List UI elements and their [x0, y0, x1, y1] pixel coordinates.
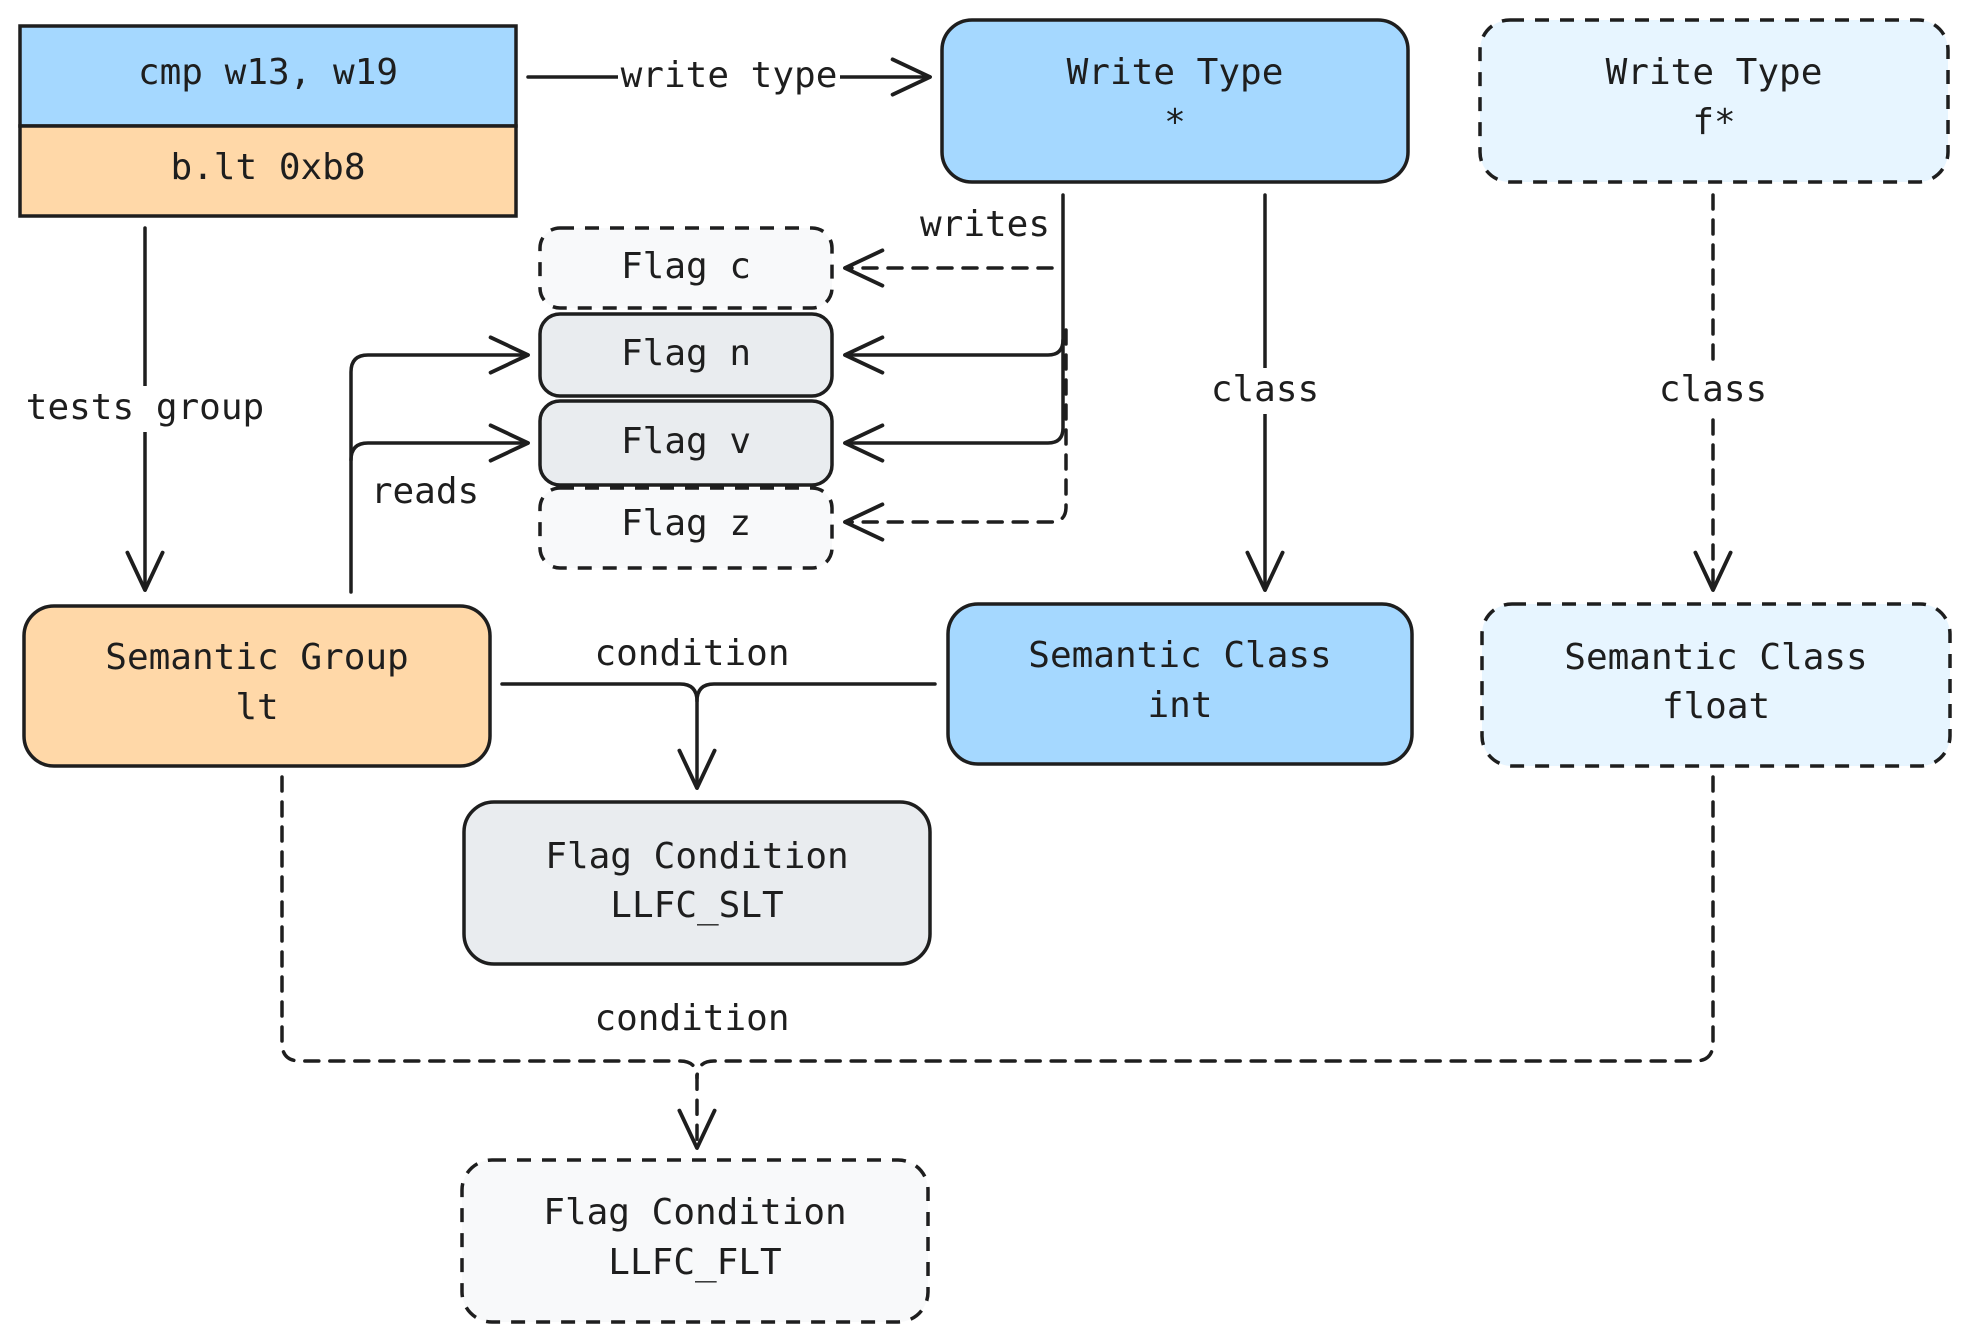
flag-z-node[interactable]: Flag z [538, 486, 834, 570]
edge-condition-int: condition [500, 633, 937, 790]
flag-v-node[interactable]: Flag v [538, 399, 834, 487]
write-type-float-value: f* [1692, 102, 1735, 143]
write-type-int-value: * [1164, 102, 1186, 143]
write-type-float-node[interactable]: Write Type f* [1478, 18, 1950, 184]
edge-class-float: class [1652, 193, 1774, 592]
semantic-class-int-title: Semantic Class [1028, 635, 1331, 676]
edge-label-condition-float: condition [594, 998, 789, 1039]
edge-label-tests-group: tests group [26, 387, 264, 428]
write-type-int-title: Write Type [1067, 52, 1284, 93]
semantic-group-value: lt [235, 687, 278, 728]
edge-writes: writes [843, 193, 1068, 542]
edge-label-reads: reads [371, 471, 479, 512]
semantic-class-float-title: Semantic Class [1564, 637, 1867, 678]
flag-c-label: Flag c [621, 246, 751, 287]
semantic-group-title: Semantic Group [105, 637, 408, 678]
semantic-class-int-value: int [1147, 685, 1212, 726]
flag-condition-flt-value: LLFC_FLT [608, 1242, 781, 1283]
flag-condition-slt-node[interactable]: Flag Condition LLFC_SLT [462, 800, 932, 966]
edge-reads: reads [349, 335, 530, 594]
instruction-compare: cmp w13, w19 [138, 52, 398, 93]
instruction-branch: b.lt 0xb8 [170, 147, 365, 188]
flag-c-node[interactable]: Flag c [538, 226, 834, 310]
flag-condition-flt-node[interactable]: Flag Condition LLFC_FLT [460, 1158, 930, 1324]
edge-class-int: class [1205, 193, 1327, 592]
instruction-node[interactable]: cmp w13, w19 b.lt 0xb8 [18, 24, 518, 218]
edge-label-writes: writes [920, 204, 1050, 245]
flag-z-label: Flag z [621, 503, 751, 544]
edge-write-type: write type [526, 52, 932, 98]
flag-condition-slt-value: LLFC_SLT [610, 885, 783, 926]
flag-n-node[interactable]: Flag n [538, 312, 834, 398]
edge-tests-group: tests group [20, 226, 270, 592]
flag-condition-slt-title: Flag Condition [545, 836, 848, 877]
edge-label-condition-int: condition [594, 633, 789, 674]
write-type-int-node[interactable]: Write Type * [940, 18, 1410, 184]
edge-label-class-int: class [1211, 369, 1319, 410]
flag-condition-flt-title: Flag Condition [543, 1192, 846, 1233]
semantic-class-float-node[interactable]: Semantic Class float [1480, 602, 1952, 768]
edge-condition-float: condition [280, 775, 1715, 1150]
semantic-class-int-node[interactable]: Semantic Class int [946, 602, 1414, 766]
flag-v-label: Flag v [621, 421, 751, 462]
write-type-float-title: Write Type [1606, 52, 1823, 93]
edge-label-class-float: class [1659, 369, 1767, 410]
semantic-group-node[interactable]: Semantic Group lt [22, 604, 492, 768]
flag-n-label: Flag n [621, 333, 751, 374]
edge-label-write-type: write type [621, 55, 838, 96]
semantic-class-float-value: float [1662, 686, 1770, 727]
